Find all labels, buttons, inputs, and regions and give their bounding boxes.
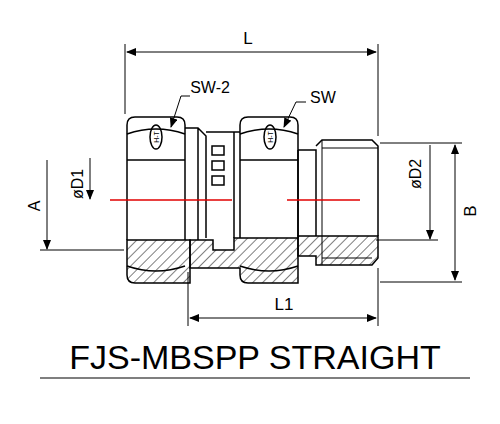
- dimension-lines: [40, 44, 462, 326]
- section-hatch: [127, 236, 378, 283]
- bore-line: [110, 199, 360, 201]
- threaded-stub: [298, 140, 378, 265]
- title: FJS-MBSPP STRAIGHT: [69, 340, 441, 374]
- dimension-label: L1: [275, 296, 294, 313]
- dimension-label: B: [462, 205, 479, 216]
- logo-text: H-T: [153, 131, 160, 143]
- left-nut: [127, 117, 185, 271]
- logo-text: H-T: [267, 131, 274, 143]
- dimension-label: L: [243, 30, 252, 47]
- body: [185, 128, 240, 240]
- dimension-label: øD1: [70, 169, 86, 199]
- dimension-label: A: [27, 201, 43, 212]
- title-underline: [40, 377, 470, 378]
- dimension-label: øD2: [408, 159, 424, 189]
- part-label: SW-2: [190, 80, 230, 96]
- right-nut: [240, 117, 298, 271]
- part-label: SW: [310, 90, 336, 106]
- leader-lines: [171, 96, 306, 127]
